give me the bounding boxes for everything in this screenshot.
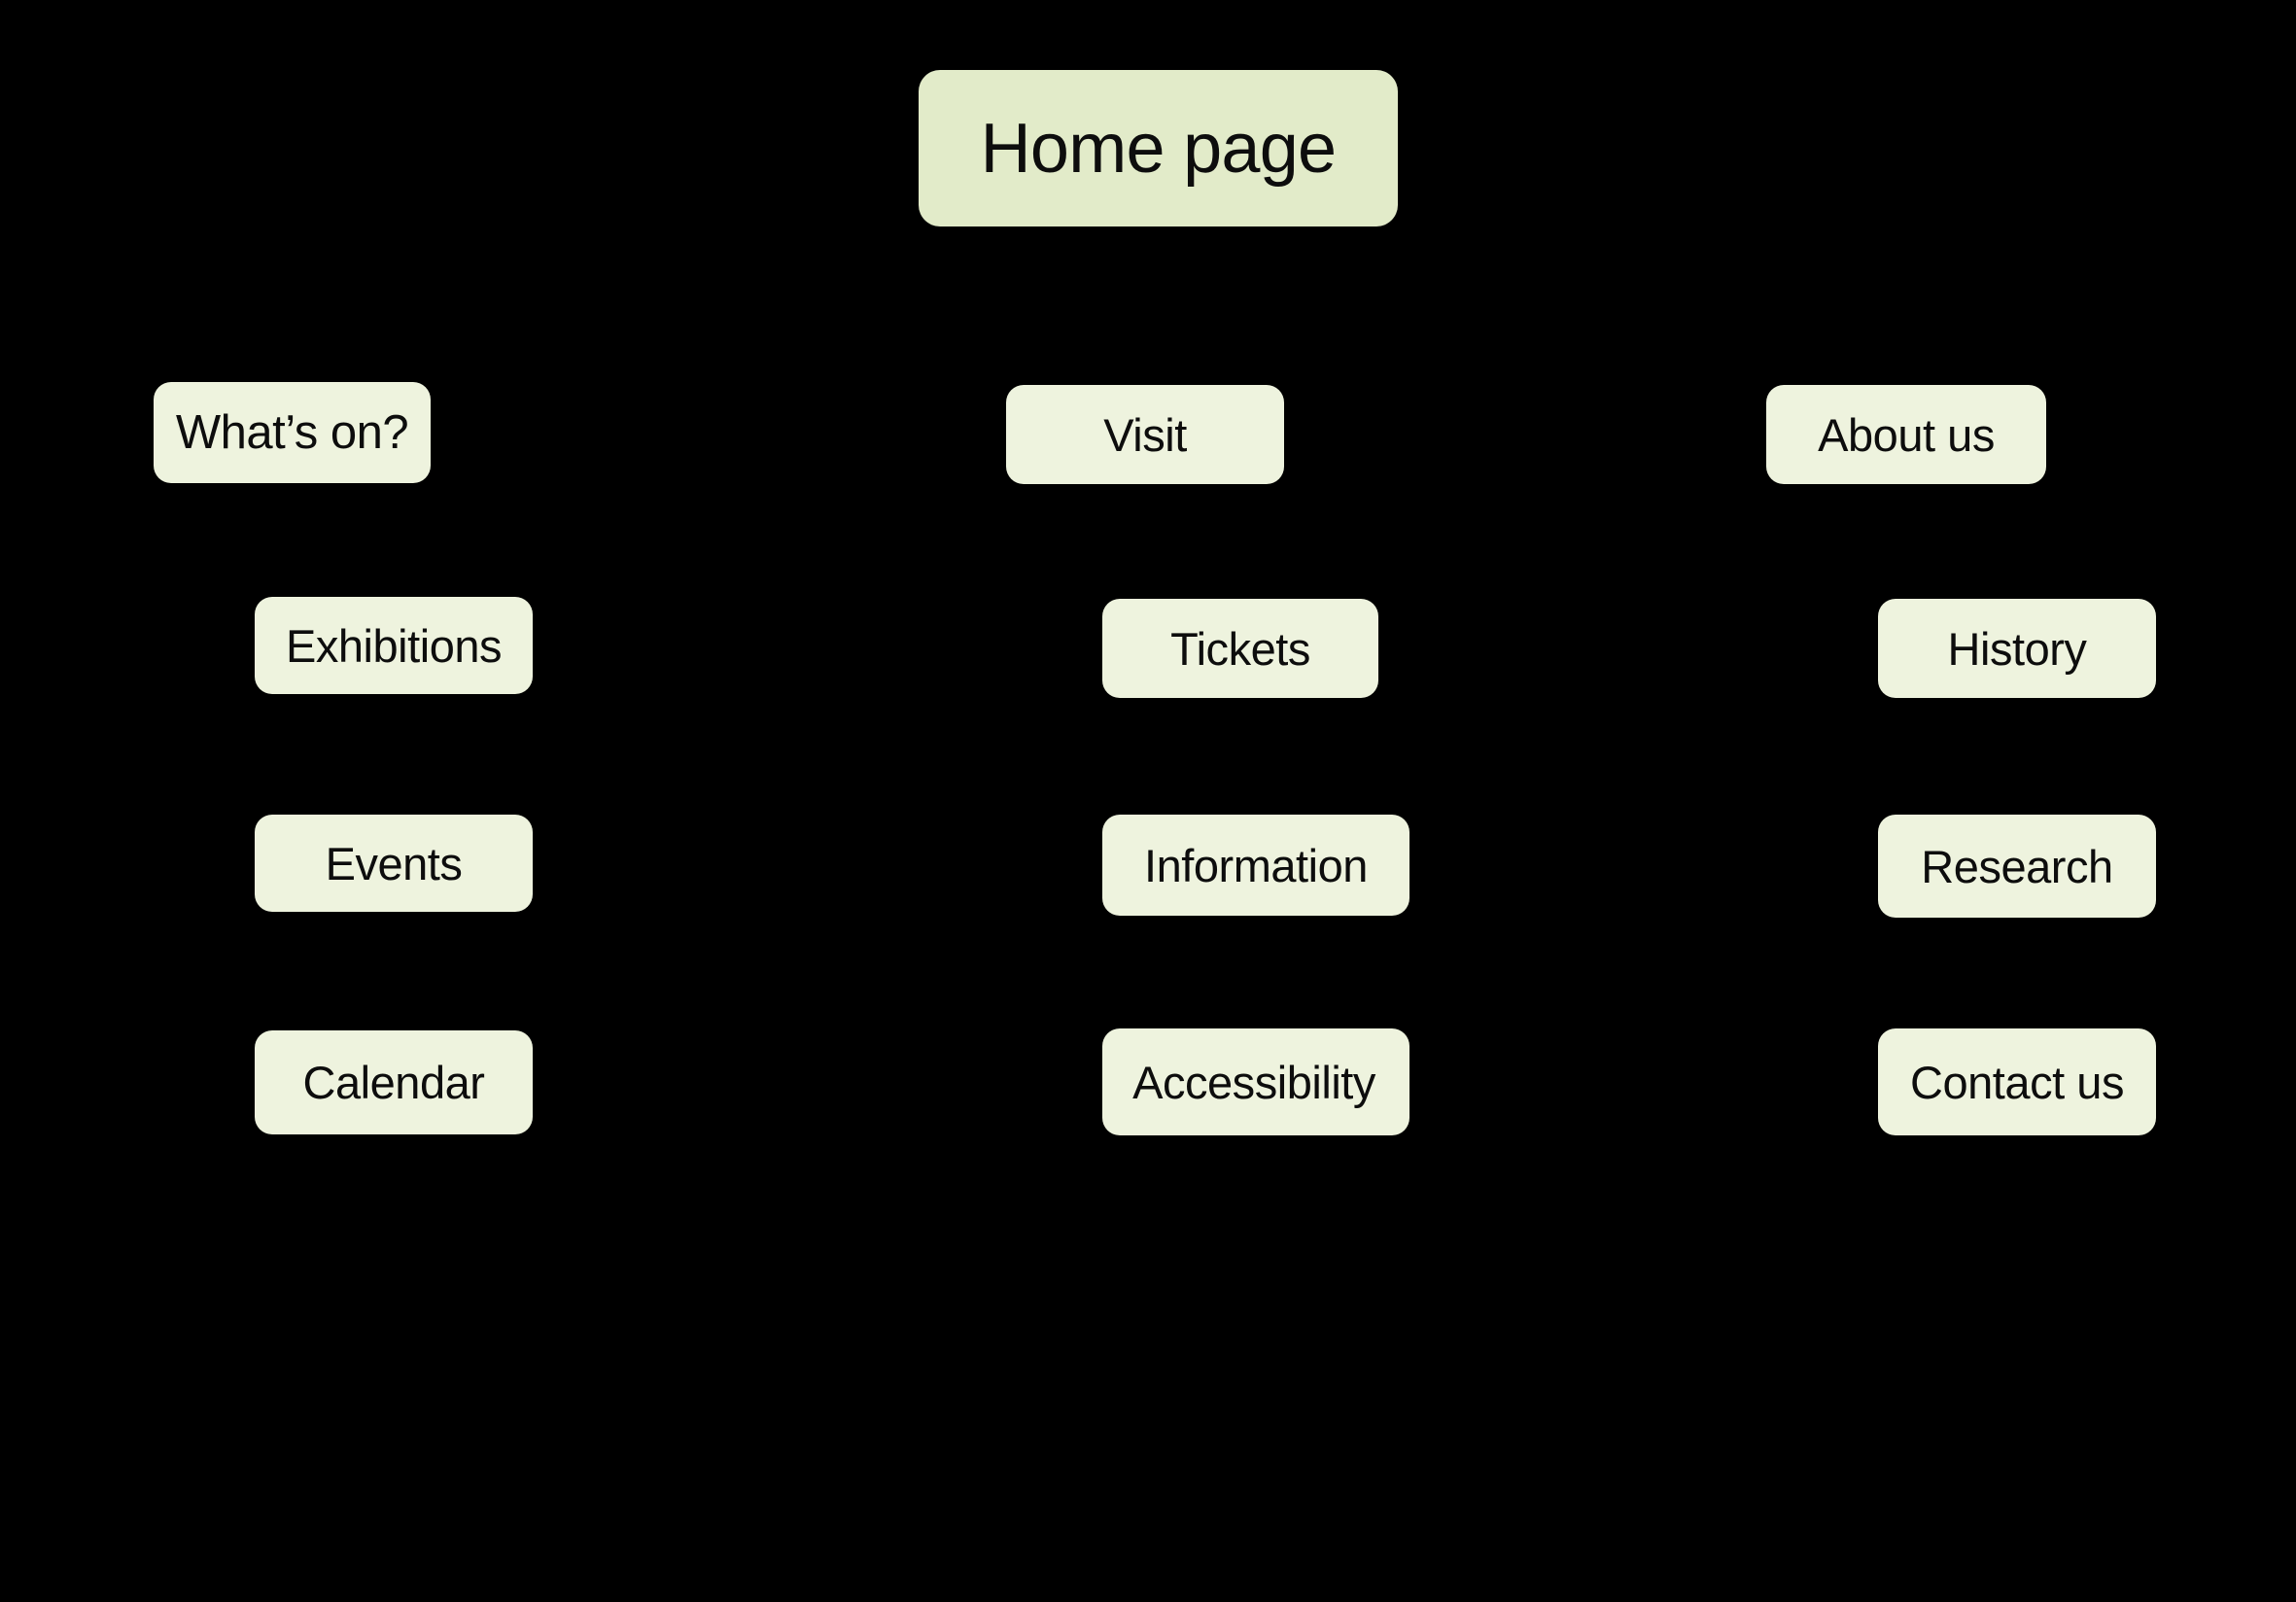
- node-about-us[interactable]: About us: [1766, 385, 2046, 484]
- node-history-label: History: [1947, 622, 2087, 675]
- node-exhibitions-label: Exhibitions: [285, 619, 503, 672]
- node-calendar[interactable]: Calendar: [255, 1030, 533, 1134]
- node-research[interactable]: Research: [1878, 815, 2156, 918]
- node-home-page[interactable]: Home page: [919, 70, 1398, 226]
- node-tickets[interactable]: Tickets: [1102, 599, 1378, 698]
- node-events[interactable]: Events: [255, 815, 533, 912]
- node-whats-on[interactable]: What’s on?: [154, 382, 431, 483]
- node-information[interactable]: Information: [1102, 815, 1409, 916]
- node-home-page-label: Home page: [980, 109, 1337, 188]
- node-contact-us-label: Contact us: [1910, 1056, 2124, 1108]
- node-tickets-label: Tickets: [1170, 622, 1310, 675]
- node-visit[interactable]: Visit: [1006, 385, 1284, 484]
- node-contact-us[interactable]: Contact us: [1878, 1028, 2156, 1135]
- node-visit-label: Visit: [1103, 408, 1187, 461]
- node-calendar-label: Calendar: [302, 1057, 485, 1108]
- node-research-label: Research: [1921, 840, 2113, 892]
- node-exhibitions[interactable]: Exhibitions: [255, 597, 533, 694]
- node-accessibility[interactable]: Accessibility: [1102, 1028, 1409, 1135]
- node-accessibility-label: Accessibility: [1132, 1056, 1375, 1108]
- node-history[interactable]: History: [1878, 599, 2156, 698]
- node-about-us-label: About us: [1818, 408, 1995, 461]
- node-whats-on-label: What’s on?: [175, 405, 409, 459]
- node-information-label: Information: [1144, 839, 1368, 891]
- node-events-label: Events: [325, 837, 463, 889]
